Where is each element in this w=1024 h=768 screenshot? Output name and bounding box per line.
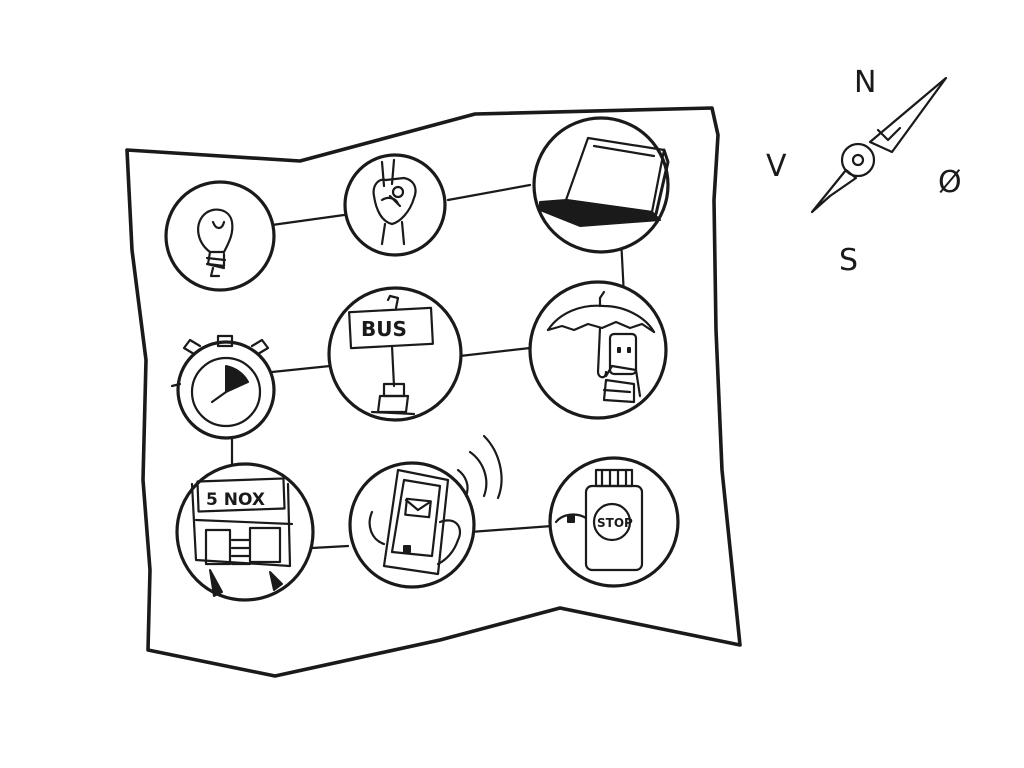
node-stop-can: STOP — [548, 456, 680, 588]
map-sheet — [125, 106, 742, 678]
person-with-umbrella-icon — [546, 290, 656, 404]
stopwatch-icon — [170, 334, 270, 428]
stop-label: STOP — [597, 516, 633, 530]
node-stopwatch — [170, 334, 276, 440]
bus-sign-label: BUS — [361, 317, 407, 341]
compass-east-label: Ø — [938, 165, 962, 200]
node-hand-keys — [343, 153, 447, 257]
node-bus-stop: BUS — [327, 286, 463, 422]
node-laptop — [532, 116, 670, 254]
shop-sign-label: 5 NOX — [206, 490, 265, 510]
compass-north-label: N — [854, 65, 876, 100]
compass-needle-icon — [810, 76, 948, 214]
storefront-icon: 5 NOX — [190, 477, 294, 597]
stop-can-icon: STOP — [554, 468, 644, 572]
node-umbrella-person — [528, 280, 668, 420]
node-shop: 5 NOX — [175, 462, 315, 602]
laptop-icon — [539, 136, 670, 227]
phone-with-message-icon — [368, 434, 503, 576]
bus-stop-sign-icon: BUS — [348, 294, 434, 416]
compass-south-label: S — [839, 243, 858, 278]
hand-with-keys-icon — [372, 158, 417, 246]
lightbulb-icon — [197, 208, 234, 278]
compass-west-label: V — [766, 149, 787, 184]
node-lightbulb — [164, 180, 276, 292]
compass-rose: N S V Ø — [766, 65, 962, 278]
node-phone — [348, 434, 503, 589]
